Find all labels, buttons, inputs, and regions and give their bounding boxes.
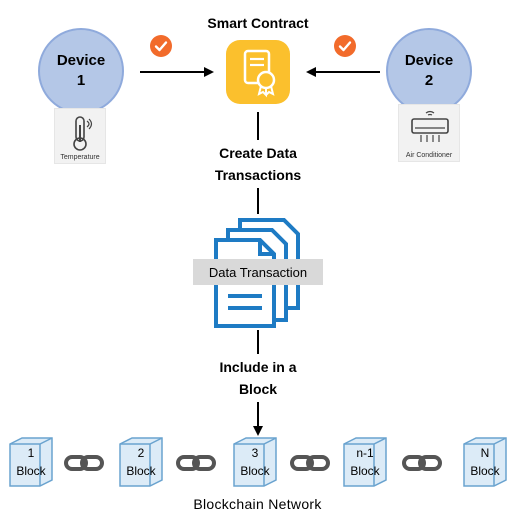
air-conditioner-caption: Air Conditioner [405,152,453,159]
block-number: 2 [137,446,145,460]
create-transactions-line1: Create Data [219,145,297,161]
include-block-line2: Block [238,381,278,397]
create-transactions-label: Create Data Transactions [178,142,338,186]
check-icon [150,35,172,57]
device-1-node: Device 1 [38,28,124,114]
include-block-line1: Include in a [219,359,297,375]
cube-icon [233,437,277,487]
cube-icon [119,437,163,487]
thermometer-icon [73,116,93,151]
block-number: 1 [27,446,35,460]
block-1: 1 Block [8,436,54,488]
block-3: 3 Block [232,436,278,488]
device-2-label: Device [404,52,454,69]
chain-link-icon [64,455,104,471]
chain-link-icon [402,455,442,471]
air-conditioner-image: Air Conditioner [398,104,460,162]
cube-icon [463,437,507,487]
block-number: N [480,446,490,460]
create-transactions-line2: Transactions [214,167,302,183]
smart-contract-title: Smart Contract [207,15,309,31]
block-number: 3 [251,446,259,460]
check-icon [334,35,356,57]
blockchain-network-label: Blockchain Network [193,496,322,512]
block-number: n-1 [356,446,374,460]
connector-line [257,188,259,214]
block-n-minus-1: n-1 Block [342,436,388,488]
include-block-label: Include in a Block [178,356,338,400]
device-1-number: 1 [76,72,86,89]
smart-contract-icon [226,40,290,104]
device-2-node: Device 2 [386,28,472,114]
device-1-label: Device [56,52,106,69]
arrow-device1-to-contract [140,67,214,77]
chain-link-icon [290,455,330,471]
cube-icon [9,437,53,487]
data-transaction-label: Data Transaction [193,259,323,285]
temperature-caption: Temperature [60,154,100,161]
block-label: Block [126,464,156,478]
block-label: Block [16,464,46,478]
air-conditioner-icon [411,110,449,142]
connector-line [257,330,259,354]
block-label: Block [470,464,500,478]
connector-line [257,112,259,140]
temperature-sensor-image: Temperature [54,108,106,164]
arrow-device2-to-contract [306,67,380,77]
device-2-number: 2 [424,72,434,89]
block-label: Block [240,464,270,478]
block-n: N Block [462,436,508,488]
cube-icon [343,437,387,487]
chain-link-icon [176,455,216,471]
block-2: 2 Block [118,436,164,488]
block-label: Block [350,464,380,478]
arrow-to-block [253,402,263,436]
